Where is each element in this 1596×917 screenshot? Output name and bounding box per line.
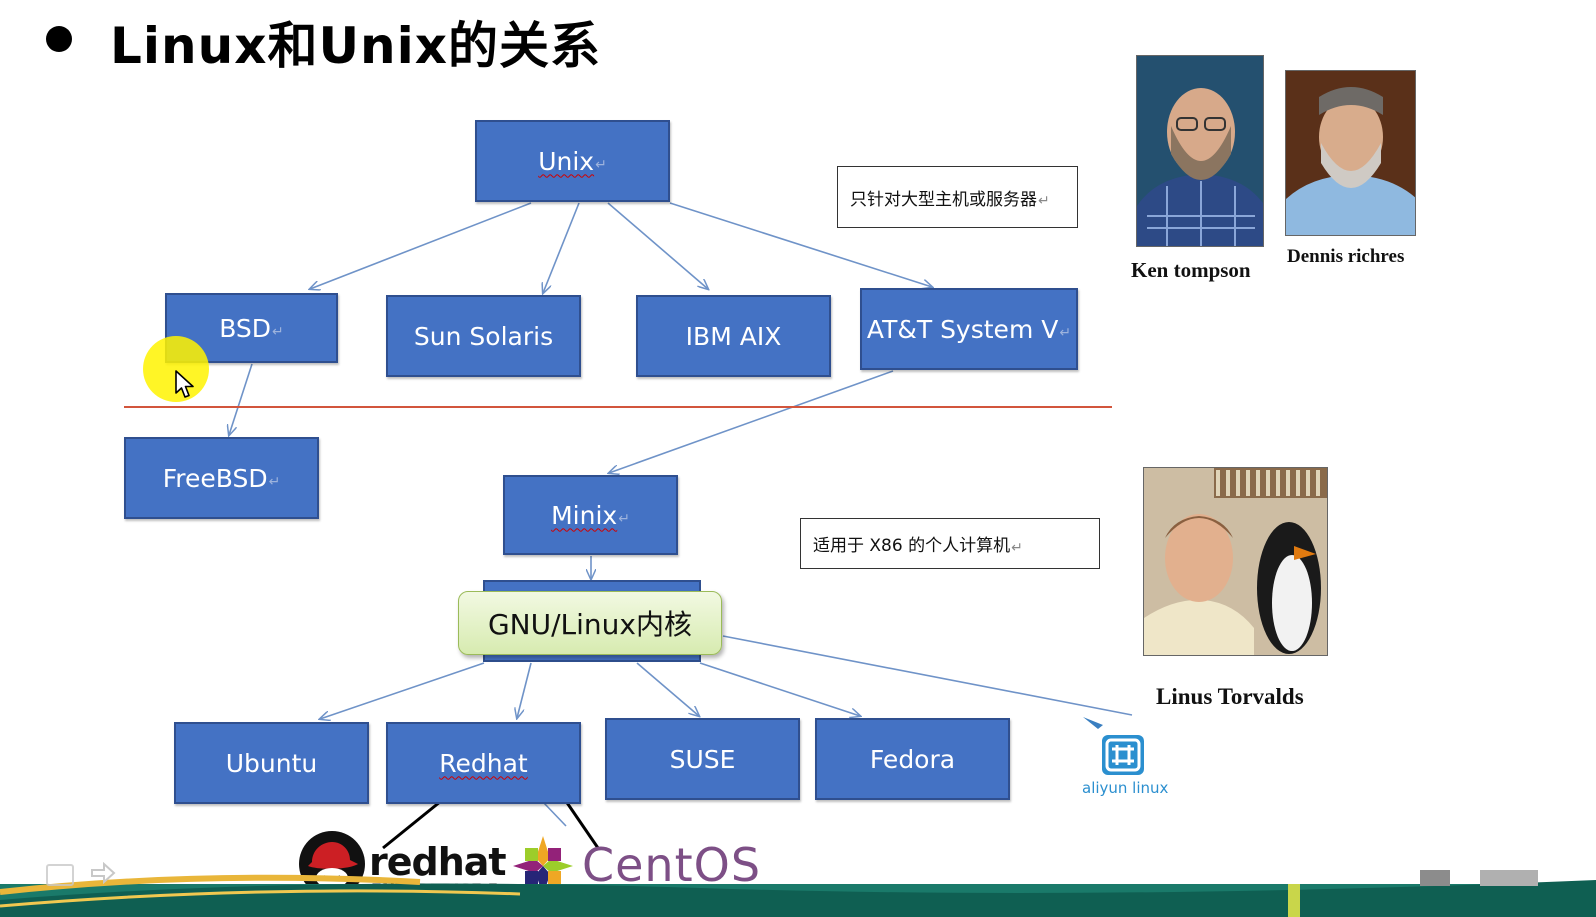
- node-fedora: Fedora: [815, 718, 1010, 800]
- photo-dennis-ritchie: [1285, 70, 1416, 236]
- note-unix-servers: 只针对大型主机或服务器↵: [837, 166, 1078, 228]
- arrow-kernel-fedora: [699, 662, 860, 716]
- node-redhat: Redhat: [386, 722, 581, 804]
- return-mark: ↵: [1038, 193, 1050, 209]
- node-freebsd: FreeBSD↵: [124, 437, 319, 519]
- note-minix-x86: 适用于 X86 的个人计算机↵: [800, 518, 1100, 569]
- aliyun-logo-icon: [1102, 735, 1144, 775]
- return-mark: ↵: [1011, 539, 1023, 556]
- node-ubuntu: Ubuntu: [174, 722, 369, 804]
- arrow-kernel-suse: [636, 662, 699, 716]
- return-mark: ↵: [1059, 325, 1072, 341]
- arrow-redhat-centos-thin: [542, 801, 567, 827]
- caption-ken: Ken tompson: [1131, 258, 1251, 282]
- centos-logo-wordmark: CentOS: [582, 838, 762, 892]
- mouse-cursor-icon: [175, 370, 194, 398]
- node-suse: SUSE: [605, 718, 800, 800]
- slide-nav-next-icon[interactable]: [90, 862, 116, 884]
- return-mark: ↵: [272, 324, 284, 340]
- return-mark: ↵: [595, 157, 607, 173]
- arrow-unix-solaris: [543, 202, 580, 293]
- slide-title: Linux和Unix的关系: [110, 17, 602, 75]
- slide-nav-menu-icon[interactable]: [46, 864, 74, 886]
- node-unix: Unix↵: [475, 120, 670, 202]
- node-gnu-linux-kernel: GNU/Linux内核: [458, 591, 722, 655]
- arrow-systemv-minix: [609, 370, 894, 473]
- portrait-dennis-image: [1286, 71, 1415, 235]
- return-mark: ↵: [268, 474, 281, 490]
- portrait-ken-image: [1137, 56, 1263, 246]
- arrow-bsd-freebsd: [229, 363, 253, 435]
- photo-linus-torvalds: [1143, 467, 1328, 656]
- node-sun-solaris: Sun Solaris: [386, 295, 581, 377]
- photo-ken-thompson: [1136, 55, 1264, 247]
- bottom-decoration: [0, 870, 1596, 917]
- node-ibm-aix: IBM AIX: [636, 295, 831, 377]
- aliyun-arrow-tip: [1083, 717, 1103, 729]
- node-att-system-v: AT&T System V↵: [860, 288, 1078, 370]
- redhat-logo-wordmark: redhat: [369, 840, 507, 884]
- arrow-kernel-ubuntu: [320, 662, 485, 719]
- arrow-kernel-redhat: [517, 662, 532, 718]
- arrow-unix-aix: [607, 202, 708, 289]
- return-mark: ↵: [618, 511, 630, 527]
- divider-line: [124, 406, 1112, 408]
- node-minix: Minix↵: [503, 475, 678, 555]
- portrait-linus-image: [1144, 468, 1327, 655]
- centos-logo-icon: [513, 836, 573, 896]
- caption-dennis: Dennis richres: [1287, 246, 1405, 267]
- caption-linus: Linus Torvalds: [1156, 684, 1304, 709]
- aliyun-logo-label: aliyun linux: [1082, 779, 1169, 797]
- arrow-unix-bsd: [310, 202, 532, 289]
- arrow-kernel-aliyun: [722, 635, 1133, 716]
- arrow-unix-systemv: [669, 202, 932, 287]
- title-bullet: [46, 26, 72, 52]
